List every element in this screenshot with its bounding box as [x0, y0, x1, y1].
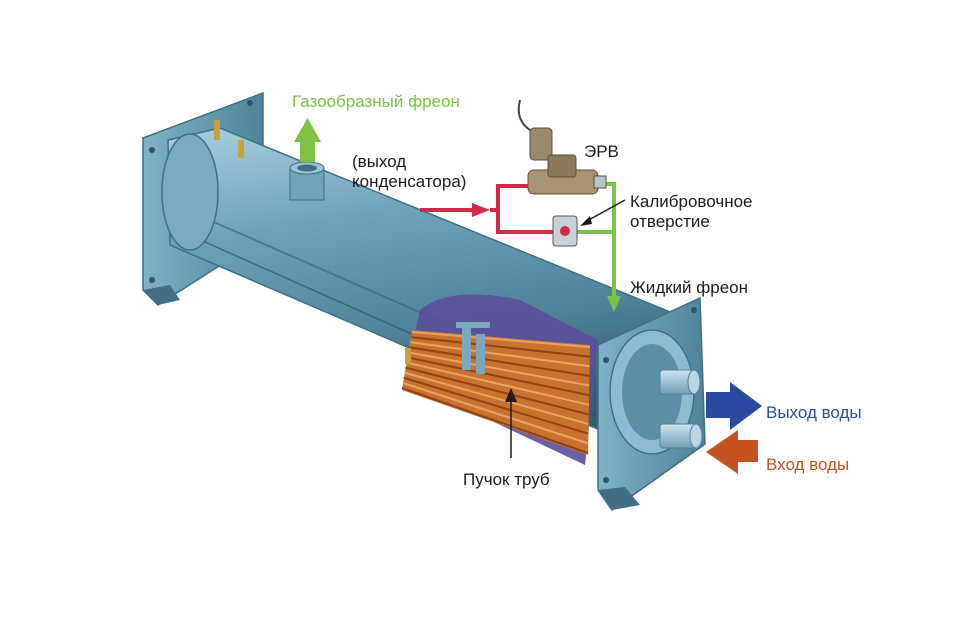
water-in-arrow — [706, 430, 758, 474]
tube-line — [410, 336, 590, 358]
tube-line — [407, 356, 590, 397]
top-fittings — [214, 120, 411, 364]
condenser-line — [420, 184, 556, 234]
tube-line — [403, 376, 589, 435]
water-out-arrow — [706, 382, 762, 430]
gas-outlet-nozzle — [289, 161, 325, 201]
tube-line — [402, 381, 589, 445]
liquid-freon-label: Жидкий фреон — [630, 278, 749, 297]
tube-line — [405, 366, 589, 416]
water-outlet-nozzle — [659, 369, 701, 395]
gas-freon-label: Газообразный фреон — [292, 92, 460, 111]
tube-bundle-pointer — [505, 388, 517, 458]
calibration-orifice — [552, 199, 626, 247]
tube-bundle — [401, 294, 598, 465]
tube-line — [404, 371, 589, 426]
water-inlet-nozzle — [659, 423, 703, 449]
tube-line — [408, 351, 590, 387]
tube-lines — [401, 331, 591, 454]
tube-line — [409, 346, 590, 377]
gas-freon-arrow — [294, 118, 321, 162]
tube-line — [406, 361, 590, 406]
right-flange — [597, 296, 706, 512]
tube-line — [401, 387, 589, 454]
tube-bundle-label: Пучок труб — [463, 470, 550, 489]
erv-label: ЭРВ — [584, 142, 619, 161]
erv-valve — [517, 99, 607, 195]
condenser-outlet-label: (выход конденсатора) — [352, 152, 467, 191]
water-out-label: Выход воды — [766, 403, 862, 422]
calibration-orifice-label: Калибровочное отверстие — [630, 192, 753, 231]
tube-line — [410, 341, 590, 368]
tube-line — [411, 331, 591, 348]
water-in-label: Вход воды — [766, 455, 850, 474]
